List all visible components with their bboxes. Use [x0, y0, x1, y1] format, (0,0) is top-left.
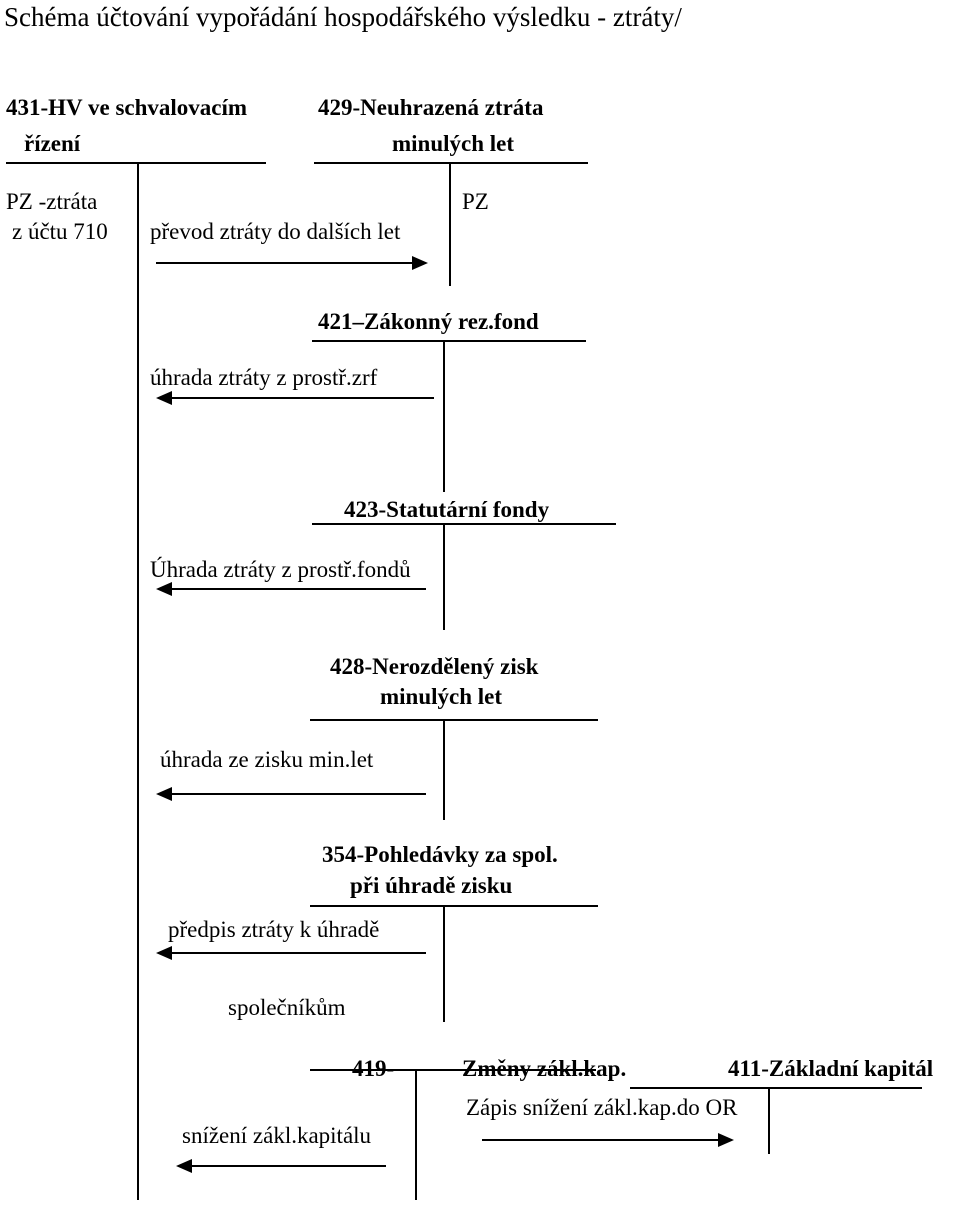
account-421-t-stem	[443, 342, 445, 492]
entry-predpis-line2: společníkům	[228, 995, 346, 1020]
account-419-t-stem	[415, 1071, 417, 1200]
entry-pz-ztrata-line1: PZ -ztráta	[6, 189, 98, 214]
entry-predpis-line1: předpis ztráty k úhradě	[168, 917, 380, 942]
entry-snizeni-kapitalu: snížení zákl.kapitálu	[182, 1123, 372, 1148]
account-419-label: 419-	[352, 1056, 395, 1081]
account-428-t-top	[310, 719, 598, 721]
entry-pz: PZ	[462, 189, 489, 214]
account-429-t-stem	[449, 164, 451, 286]
entry-uhrada-zisku: úhrada ze zisku min.let	[160, 747, 374, 772]
arrow-right-zapis	[482, 1132, 734, 1148]
page-title: Schéma účtování vypořádání hospodářského…	[4, 2, 682, 32]
account-429-label-line2: minulých let	[392, 131, 515, 156]
account-354-t-top	[310, 905, 598, 907]
account-411-t-top	[630, 1087, 922, 1089]
account-431-label-line1: 431-HV ve schvalovacím	[6, 95, 248, 120]
account-354-label-line1: 354-Pohledávky za spol.	[322, 842, 558, 867]
arrow-right-prevod	[156, 255, 428, 271]
account-423-t-stem	[443, 525, 445, 630]
arrow-left-uhrada-zisku	[156, 786, 426, 802]
arrow-left-uhrada-zrf	[156, 390, 434, 406]
arrow-left-predpis	[156, 945, 426, 961]
account-429-label-line1: 429-Neuhrazená ztráta	[318, 95, 544, 120]
account-354-label-line2: při úhradě zisku	[350, 873, 513, 898]
account-428-label-line1: 428-Nerozdělený zisk	[330, 654, 539, 679]
entry-zapis-snizeni: Zápis snížení zákl.kap.do OR	[466, 1095, 738, 1120]
account-421-t-top	[312, 340, 586, 342]
entry-uhrada-zrf: úhrada ztráty z prostř.zrf	[150, 365, 378, 390]
account-423-label: 423-Statutární fondy	[344, 497, 550, 522]
account-423-t-top	[312, 523, 616, 525]
account-419-t-top	[310, 1069, 596, 1071]
entry-prevod-ztraty: převod ztráty do dalších let	[150, 219, 401, 244]
entry-uhrada-fondu: Úhrada ztráty z prostř.fondů	[150, 557, 411, 582]
account-428-label-line2: minulých let	[380, 684, 503, 709]
account-354-t-stem	[443, 907, 445, 1022]
account-419-label-part2: Změny zákl.kap.	[462, 1056, 627, 1081]
account-421-label: 421–Zákonný rez.fond	[318, 309, 539, 334]
account-431-label-line2: řízení	[24, 131, 81, 156]
entry-pz-ztrata-line2: z účtu 710	[12, 219, 108, 244]
account-431-t-stem	[137, 164, 139, 1200]
account-411-label: 411-Základní kapitál	[728, 1056, 934, 1081]
arrow-left-snizeni	[176, 1158, 386, 1174]
account-428-t-stem	[443, 721, 445, 820]
account-411-t-stem	[768, 1089, 770, 1154]
arrow-left-uhrada-fondu	[156, 581, 426, 597]
account-431-t-top	[6, 162, 266, 164]
account-429-t-top	[314, 162, 588, 164]
